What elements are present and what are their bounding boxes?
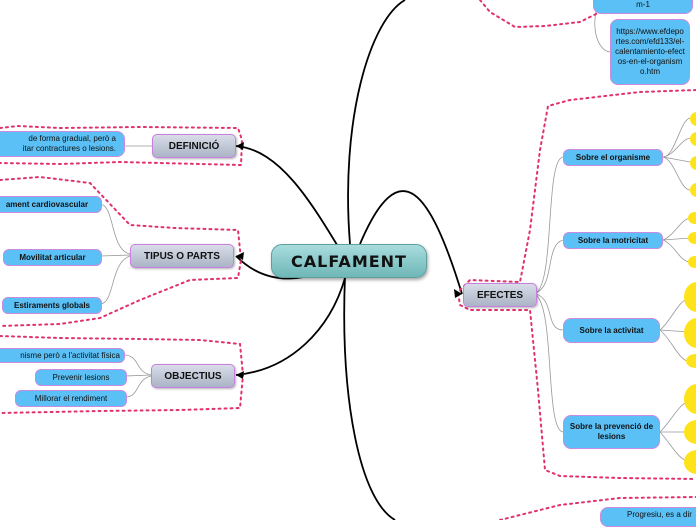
boundary-objectius: [0, 335, 245, 414]
yellow-leaf-node[interactable]: [684, 282, 696, 312]
source-url-node[interactable]: https://www.efdeportes.com/efd133/el-cal…: [610, 19, 690, 85]
bottom-fragment-node[interactable]: Progresiu, es a dir: [600, 507, 696, 527]
efectes-node[interactable]: EFECTES: [463, 283, 537, 307]
yellow-leaf-node[interactable]: [684, 420, 696, 444]
connector-bottom: [343, 275, 396, 520]
yellow-leaf-node[interactable]: [690, 156, 696, 170]
yellow-leaf-node[interactable]: [684, 384, 696, 414]
objectius-node[interactable]: OBJECTIUS: [151, 364, 235, 388]
tipus-item-movilitat[interactable]: Movilitat articular: [3, 249, 102, 266]
yellow-leaf-node[interactable]: [686, 354, 696, 368]
yellow-leaf-node[interactable]: [688, 232, 696, 244]
definicio-text[interactable]: de forma gradual, però a itar contractur…: [0, 131, 125, 157]
definicio-node[interactable]: DEFINICIÓ: [152, 134, 236, 158]
yellow-leaf-node[interactable]: [684, 450, 696, 474]
definicio-text-line2: itar contractures o lesions.: [22, 144, 116, 153]
tipus-item-estiraments[interactable]: Estiraments globals: [2, 297, 102, 314]
tipus-item-cardiovascular[interactable]: ament cardiovascular: [0, 196, 102, 213]
boundary-tipus: [0, 175, 243, 327]
yellow-leaf-node[interactable]: [690, 183, 696, 197]
boundary-definicio: [0, 124, 244, 167]
objectius-item-organisme[interactable]: nisme però a l'activitat física: [0, 348, 125, 363]
yellow-leaf-node[interactable]: [690, 132, 696, 146]
efectes-item-motricitat[interactable]: Sobre la motricitat: [563, 232, 663, 249]
efectes-item-activitat[interactable]: Sobre la activitat: [563, 318, 660, 343]
central-topic[interactable]: CALFAMENT: [271, 244, 427, 278]
objectius-item-rendiment[interactable]: Millorar el rendiment: [15, 390, 127, 407]
tipus-node[interactable]: TIPUS O PARTS: [130, 244, 234, 268]
boundary-bottom: [499, 496, 696, 520]
connector-efectes: [359, 190, 463, 295]
boundary-top: [479, 0, 606, 29]
efectes-item-organisme[interactable]: Sobre el organisme: [563, 149, 663, 166]
yellow-leaf-node[interactable]: [690, 112, 696, 126]
definicio-text-line1: de forma gradual, però a: [28, 134, 116, 143]
yellow-leaf-node[interactable]: [688, 212, 696, 224]
efectes-item-prevencio[interactable]: Sobre la prevenció de lesions: [563, 415, 660, 449]
connector-objectius: [235, 277, 346, 376]
yellow-leaf-node[interactable]: [684, 318, 696, 348]
connector-definicio: [235, 145, 346, 259]
yellow-leaf-node[interactable]: [688, 256, 696, 268]
objectius-item-lesions[interactable]: Prevenir lesions: [35, 369, 127, 386]
source-fragment-node[interactable]: m-1: [593, 0, 693, 14]
connector-top: [347, 0, 406, 245]
